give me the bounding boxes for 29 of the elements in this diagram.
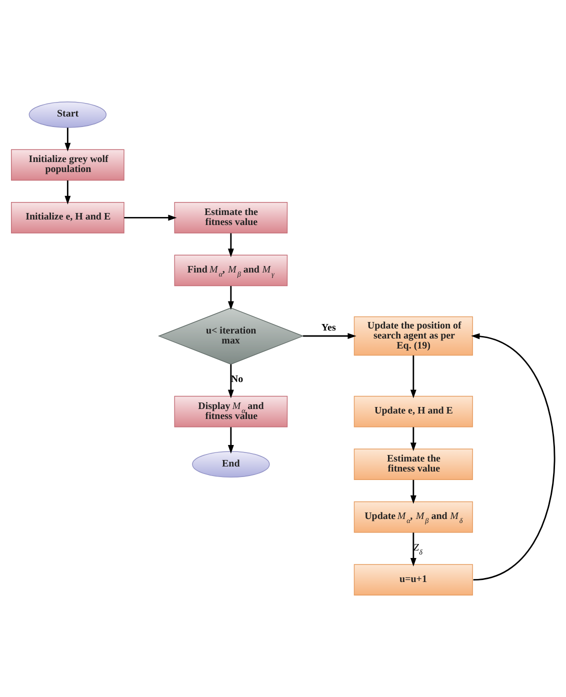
arrow <box>303 333 356 340</box>
node-box: Estimate the fitness value <box>174 202 288 234</box>
node-box: Find M$_{α}$, M$_{β}$ and M$_{γ}$ <box>174 254 288 286</box>
node-box: Estimate the fitness value <box>354 448 473 480</box>
arrow <box>228 233 234 258</box>
edge-label: Z$_{δ}$ <box>413 542 422 556</box>
node-box: Initialize e, H and E <box>11 202 124 234</box>
node-box: Initialize grey wolf population <box>11 149 124 181</box>
node-diamond: u< iteration max <box>158 307 304 365</box>
node-box: Display M$_{α}$ and fitness value <box>174 396 288 428</box>
arrow <box>64 180 71 204</box>
arrow <box>228 364 234 398</box>
arrow <box>471 333 556 581</box>
arrow <box>228 286 234 310</box>
arrow <box>64 128 71 152</box>
node-box: u=u+1 <box>354 564 473 596</box>
arrow <box>410 427 416 452</box>
node-box: Update e, H and E <box>354 396 473 428</box>
edge-label: Yes <box>321 322 336 334</box>
edge-label: No <box>230 374 244 386</box>
arrow <box>124 214 177 221</box>
node-ellipse: End <box>192 451 270 478</box>
node-box: Update the position of search agent as per Eq. (19) <box>354 316 473 356</box>
arrow <box>410 355 416 398</box>
arrow <box>410 480 416 504</box>
node-ellipse: Start <box>28 102 107 128</box>
arrow <box>410 532 416 567</box>
node-box: Update M$_{α}$, M$_{β}$ and M$_{δ}$ <box>354 501 473 533</box>
arrow <box>228 427 234 454</box>
